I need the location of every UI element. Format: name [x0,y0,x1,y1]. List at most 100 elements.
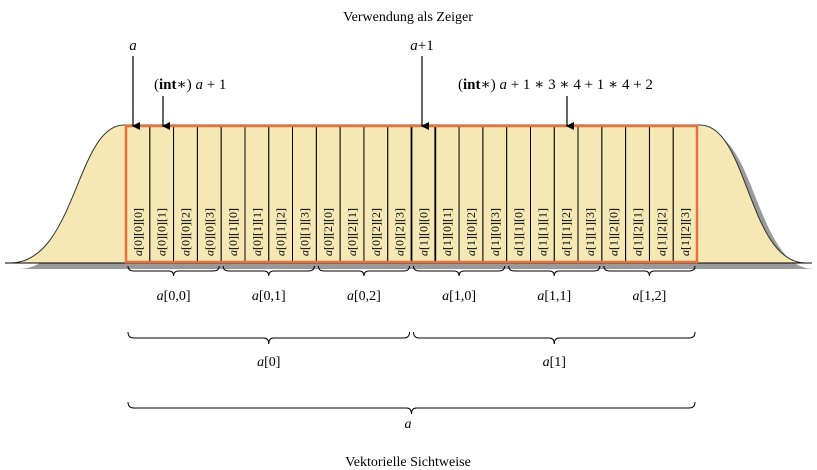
cell-label-index: [0][1][3] [297,208,311,250]
cell-label: a[1][1][2] [559,208,573,256]
cell-label-index: [1][0][2] [464,208,478,250]
cell-label-index: [1][1][0] [512,208,526,250]
level0-label: a [405,417,412,432]
level2-label-index: [1,1] [544,289,571,304]
cell-label-var: a [321,250,335,256]
ribbon-body [9,124,807,264]
cell-label: a[0][0][2] [178,208,192,256]
level2-label: a[1,1] [537,289,571,304]
cell-label-index: [0][2][1] [345,208,359,250]
cell-label: a[1][0][3] [488,208,502,256]
cell-label-index: [0][2][2] [369,208,383,250]
cell-label-var: a [464,250,478,256]
cell-label-var: a [512,250,526,256]
cell-label: a[0][1][2] [274,208,288,256]
cell-label: a[1][0][2] [464,208,478,256]
pointer-label-a: a [129,38,137,54]
cell-label-index: [0][2][0] [321,208,335,250]
cell-label-index: [0][1][1] [250,208,264,250]
cell-label-index: [1][2][2] [654,208,668,250]
cell-label-var: a [631,250,645,256]
title-top: Verwendung als Zeiger [343,10,473,25]
level2-label: a[0,1] [252,289,286,304]
cell-label: a[1][0][0] [416,208,430,256]
cell-label-var: a [607,250,621,256]
level2-label: a[1,2] [633,289,667,304]
cell-label-var: a [202,250,216,256]
cell-label-var: a [488,250,502,256]
array-outline [124,124,699,264]
cell-label-var: a [583,250,597,256]
cell-label-var: a [678,250,692,256]
cell-label: a[0][2][3] [393,208,407,256]
cell-label-var: a [297,250,311,256]
cell-label: a[0][2][1] [345,208,359,256]
pointer-a-plus-one: a+1 [410,38,434,130]
cell-label-var: a [416,250,430,256]
level1-label: a[1] [543,355,566,370]
cell-label: a[1][2][0] [607,208,621,256]
cell-label-var: a [226,250,240,256]
level2-label-var: a [633,289,640,304]
level2-label: a[0,0] [157,289,191,304]
level1-label-var: a [543,355,550,370]
cell-label: a[0][0][1] [155,208,169,256]
cell-label: a[1][2][3] [678,208,692,256]
cell-label-index: [1][0][0] [416,208,430,250]
cell-label-index: [1][0][1] [440,208,454,250]
cell-label-var: a [274,250,288,256]
brace [127,331,410,345]
cell-label-index: [1][1][3] [583,208,597,250]
pointer-label-a-plus-one: a+1 [410,38,433,54]
cell-label: a[1][0][1] [440,208,454,256]
cell-label-index: [1][0][3] [488,208,502,250]
cell-label-var: a [393,250,407,256]
cell-label-var: a [369,250,383,256]
cell-label: a[0][1][3] [297,208,311,256]
grouping-braces: a[0,0]a[0,1]a[0,2]a[1,0]a[1,1]a[1,2]a[0]… [127,265,696,432]
cell-label: a[1][1][3] [583,208,597,256]
cell-label: a[0][0][0] [131,208,145,256]
level2-label-var: a [347,289,354,304]
level1-label-var: a [257,355,264,370]
cell-label-var: a [178,250,192,256]
level2-label-var: a [442,289,449,304]
cell-label-index: [0][0][1] [155,208,169,250]
brace [508,265,601,277]
level2-label-index: [1,2] [640,289,667,304]
level2-label-index: [0,2] [354,289,381,304]
cell-label-var: a [440,250,454,256]
cell-label-var: a [155,250,169,256]
pointer-int-cast-offset: (int∗) a + 1 ∗ 3 ∗ 4 + 1 ∗ 4 + 2 [458,77,653,130]
cell-label-index: [0][2][3] [393,208,407,250]
level1-label: a[0] [257,355,280,370]
cell-label: a[1][1][0] [512,208,526,256]
cell-label: a[0][1][1] [250,208,264,256]
cell-label-index: [1][2][0] [607,208,621,250]
brace [127,265,220,277]
level2-label-var: a [252,289,259,304]
pointer-a: a [129,38,140,130]
cell-label-index: [1][1][2] [559,208,573,250]
cell-label: a[0][0][3] [202,208,216,256]
level2-label-index: [0,1] [259,289,286,304]
cell-label-index: [1][2][3] [678,208,692,250]
cell-label-index: [0][1][0] [226,208,240,250]
cell-label: a[1][1][1] [535,208,549,256]
cell-label-index: [1][2][1] [631,208,645,250]
brace [413,331,696,345]
cell-label-index: [0][1][2] [274,208,288,250]
level0-label-var: a [405,417,412,432]
title-bottom: Vektorielle Sichtweise [345,455,471,470]
cell-label-index: [0][0][0] [131,208,145,250]
cell-label-var: a [535,250,549,256]
cell-label: a[0][2][0] [321,208,335,256]
cell-label: a[0][2][2] [369,208,383,256]
cell-label-var: a [559,250,573,256]
level2-label-var: a [157,289,164,304]
pointer-int-cast-1: (int∗) a + 1 [154,77,226,130]
pointer-label-int-cast-offset: (int∗) a + 1 ∗ 3 ∗ 4 + 1 ∗ 4 + 2 [458,77,653,93]
brace [127,401,696,415]
cell-label: a[1][2][2] [654,208,668,256]
